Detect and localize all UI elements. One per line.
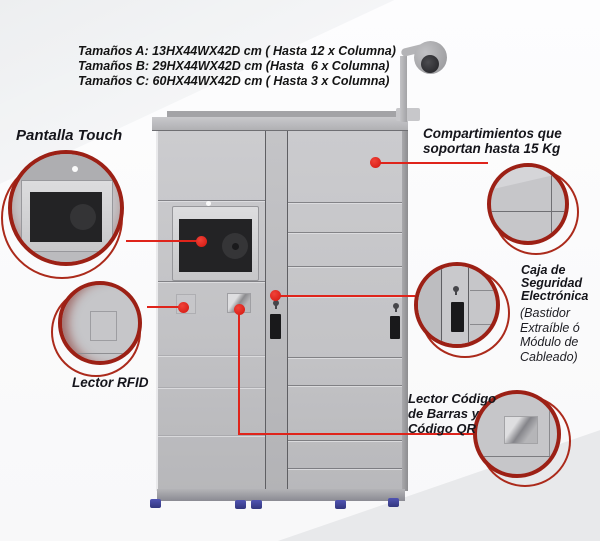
locker-foot — [235, 500, 246, 509]
keyhole-icon — [393, 303, 399, 312]
annotation-line-caja — [279, 295, 415, 297]
camera-lens — [421, 55, 439, 73]
camera-pole — [400, 56, 407, 122]
door-seam — [288, 357, 402, 358]
locker-console-column — [156, 131, 265, 491]
door-seam — [288, 468, 402, 469]
magnified-panel — [12, 154, 120, 180]
door-seam — [288, 202, 402, 203]
annotation-dot-scanner — [234, 304, 245, 315]
locker-base — [157, 489, 405, 501]
annotation-dot-compartimiento — [370, 157, 381, 168]
locker-top-back-panel — [167, 111, 407, 121]
magnified-indicator-dot — [72, 166, 78, 172]
door-seam — [288, 440, 402, 441]
label-caja-seguridad-title: Caja de Seguridad Electrónica — [521, 263, 589, 303]
magnified-seam — [551, 175, 552, 241]
magnified-door-top — [491, 167, 565, 192]
magnified-screen-reflection — [70, 204, 96, 230]
locker-lock-column — [265, 131, 288, 491]
size-spec-line-b: Tamaños B: 29HX44WX42D cm (Hasta 6 x Col… — [78, 59, 390, 73]
annotation-line-codigo — [238, 433, 475, 435]
annotation-dot-rfid — [178, 302, 189, 313]
annotation-line-rfid — [147, 306, 187, 308]
door-seam — [158, 387, 265, 388]
annotation-line-pantalla — [126, 240, 202, 242]
magnified-panel-left — [418, 266, 442, 344]
annotation-dot-screen — [196, 236, 207, 247]
label-lector-codigo: Lector Código de Barras y Código QR — [408, 391, 497, 436]
annotation-line-codigo-vertical — [238, 312, 240, 434]
magnified-seam — [62, 353, 138, 354]
magnified-rfid-pad — [90, 311, 117, 341]
caja-seguridad-magnifier — [414, 262, 500, 348]
magnified-seam — [470, 290, 496, 291]
console-indicator-dot — [206, 201, 211, 206]
locker-side-shade — [402, 131, 408, 491]
magnified-scanner-window — [504, 416, 538, 444]
label-compartimientos: Compartimientos que soportan hasta 15 Kg — [423, 126, 562, 156]
locker-foot — [150, 499, 161, 508]
door-seam — [158, 435, 265, 436]
door-seam — [158, 200, 265, 201]
magnified-seam — [477, 456, 557, 457]
label-lector-rfid: Lector RFID — [72, 375, 149, 390]
door-seam — [158, 281, 265, 282]
door-seam — [288, 385, 402, 386]
lector-codigo-magnifier — [473, 390, 561, 478]
label-pantalla-touch: Pantalla Touch — [16, 127, 123, 144]
label-caja-seguridad-subtitle: (Bastidor Extraíble ó Módulo de Cableado… — [520, 306, 580, 364]
locker-top-cap — [152, 117, 408, 131]
annotation-dot-caja — [270, 290, 281, 301]
magnified-keyhole-icon — [453, 286, 459, 295]
locker-foot — [251, 500, 262, 509]
magnified-panel-bottom — [12, 252, 120, 262]
lector-rfid-magnifier — [58, 281, 142, 365]
electronic-lock-slot — [270, 314, 281, 339]
touchscreen-reflection-dot — [232, 243, 239, 250]
size-spec-line-c: Tamaños C: 60HX44WX42D cm ( Hasta 3 x Co… — [78, 74, 390, 88]
door-seam — [288, 266, 402, 267]
door-seam — [158, 355, 265, 356]
locker-foot — [335, 500, 346, 509]
locker-foot — [388, 498, 399, 507]
magnified-seam — [470, 324, 496, 325]
keyhole-icon — [273, 300, 279, 309]
door-seam — [288, 232, 402, 233]
magnified-seam — [549, 398, 550, 456]
magnified-seam — [491, 211, 565, 212]
electronic-lock-slot — [390, 316, 400, 339]
pantalla-touch-magnifier — [8, 150, 124, 266]
locker-compartment-column — [288, 131, 402, 491]
size-spec-line-a: Tamaños A: 13HX44WX42D cm ( Hasta 12 x C… — [78, 44, 396, 58]
compartimientos-magnifier — [487, 163, 569, 245]
magnified-lock-slot — [451, 302, 464, 332]
annotation-line-compartimientos — [378, 162, 488, 164]
